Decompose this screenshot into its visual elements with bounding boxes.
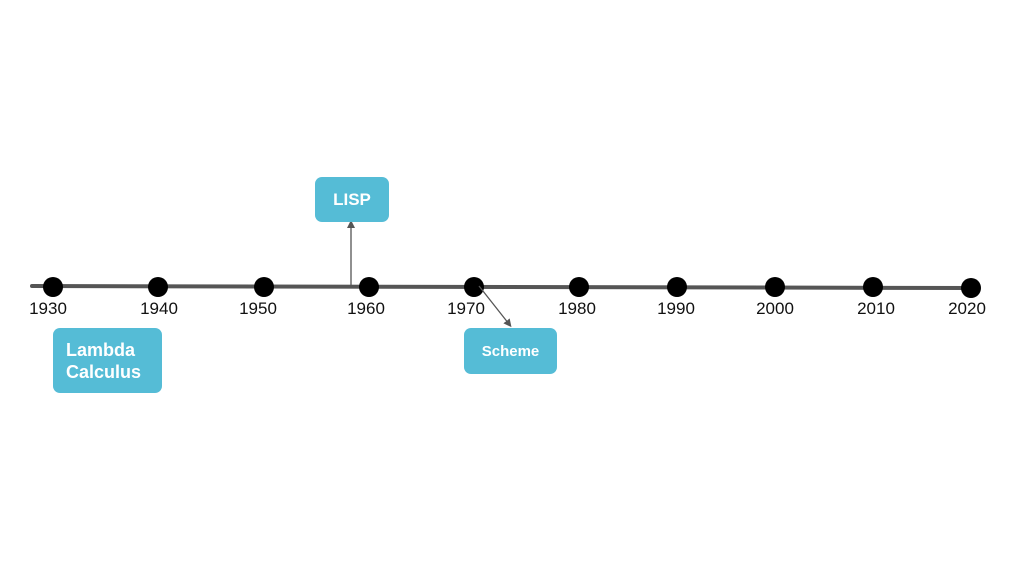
timeline-axis <box>30 284 974 290</box>
timeline-dot-1980 <box>569 277 589 297</box>
year-label-1970: 1970 <box>447 299 485 318</box>
timeline-dot-1990 <box>667 277 687 297</box>
timeline-dot-1960 <box>359 277 379 297</box>
timeline-dots <box>43 277 981 298</box>
year-label-1980: 1980 <box>558 299 596 318</box>
year-label-2020: 2020 <box>948 299 986 318</box>
timeline-dot-1940 <box>148 277 168 297</box>
year-label-1940: 1940 <box>140 299 178 318</box>
timeline-dot-2000 <box>765 277 785 297</box>
year-label-1950: 1950 <box>239 299 277 318</box>
year-label-1930: 1930 <box>29 299 67 318</box>
timeline-dot-2010 <box>863 277 883 297</box>
event-label-scheme: Scheme <box>481 342 540 360</box>
year-label-2000: 2000 <box>756 299 794 318</box>
event-label-lisp: LISP <box>333 189 371 209</box>
timeline-dot-1930 <box>43 277 63 297</box>
timeline-dot-1970 <box>464 277 484 297</box>
timeline-dot-2020 <box>961 278 981 298</box>
event-box-scheme: Scheme <box>464 328 557 374</box>
year-label-1990: 1990 <box>657 299 695 318</box>
timeline-dot-1950 <box>254 277 274 297</box>
event-label-lambda-calculus: Lambda Calculus <box>66 339 142 382</box>
year-label-1960: 1960 <box>347 299 385 318</box>
year-label-2010: 2010 <box>857 299 895 318</box>
scheme-connector-arrow <box>478 285 512 328</box>
event-box-lambda-calculus: Lambda Calculus <box>53 328 162 393</box>
event-box-lisp: LISP <box>315 177 389 222</box>
